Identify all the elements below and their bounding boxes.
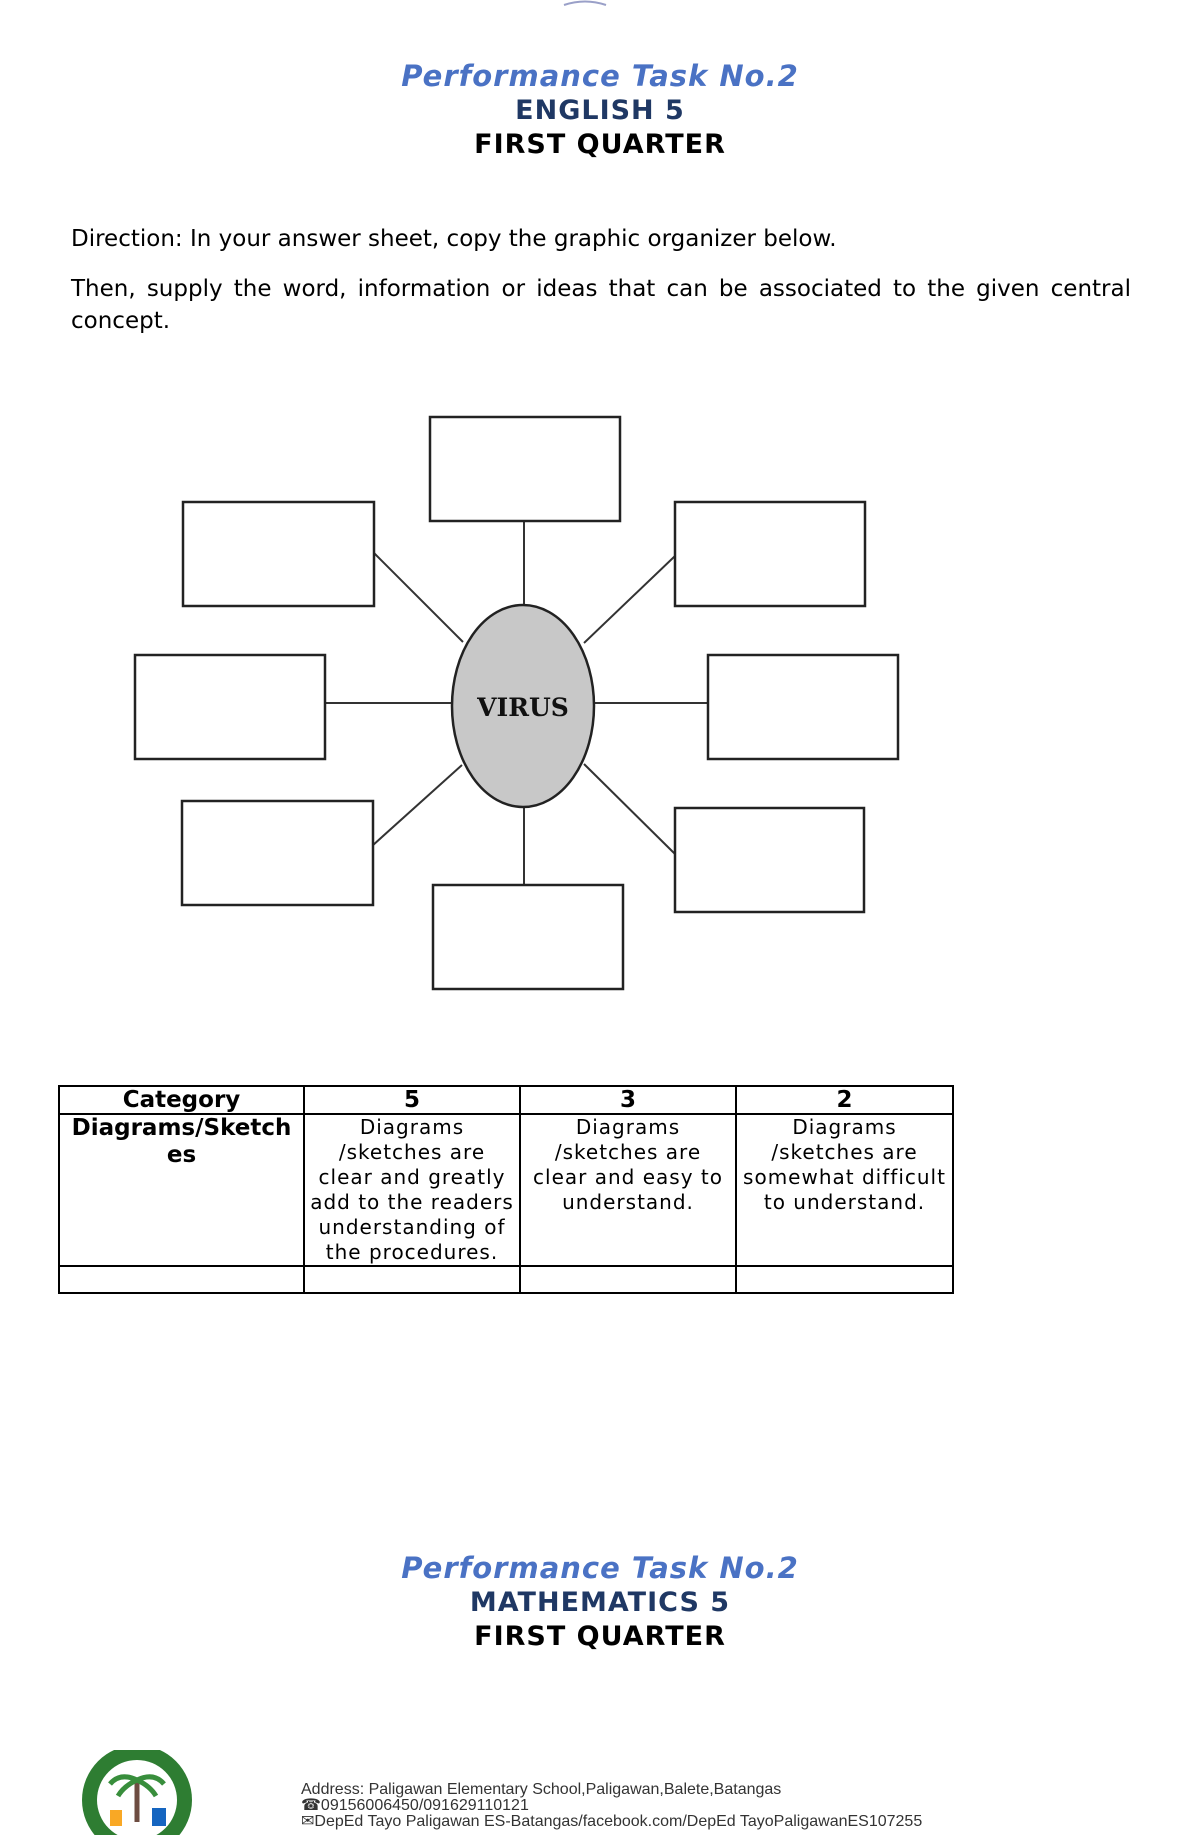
empty-cell — [58, 1265, 305, 1294]
empty-cell — [519, 1265, 737, 1294]
central-concept-oval — [450, 603, 596, 809]
task-title-2: Performance Task No.2 — [401, 1551, 799, 1585]
rubric-empty-row — [58, 1265, 954, 1294]
subject-title-2: MATHEMATICS 5 — [469, 1587, 731, 1618]
answer-box-left — [133, 653, 327, 761]
footer-address: Address: Paligawan Elementary School,Pal… — [301, 1781, 782, 1798]
quarter-title-2: FIRST QUARTER — [474, 1621, 726, 1652]
connector-bottom-right — [583, 763, 676, 855]
answer-box-right — [706, 653, 900, 761]
quarter-title: FIRST QUARTER — [474, 129, 726, 160]
school-logo: 1951 — [82, 1750, 192, 1835]
top-logo-mark — [563, 0, 607, 6]
header-score-3: 3 — [519, 1085, 737, 1115]
answer-box-bottom — [431, 883, 625, 991]
answer-box-top-left — [181, 500, 376, 608]
central-concept-label: VIRUS — [476, 693, 569, 722]
footer-phone: ☎09156006450/091629110121 — [301, 1797, 529, 1814]
footer-social: ✉DepEd Tayo Paligawan ES-Batangas/facebo… — [301, 1813, 923, 1830]
graphic-organizer: VIRUS — [133, 415, 900, 991]
header-score-2: 2 — [735, 1085, 954, 1115]
answer-box-bottom-left — [180, 799, 375, 907]
score-3-cell: Diagrams /sketches are clear and easy to… — [519, 1113, 737, 1267]
header-score-5: 5 — [303, 1085, 521, 1115]
score-5-cell: Diagrams /sketches are clear and greatly… — [303, 1113, 521, 1267]
connector-bottom-left — [371, 764, 463, 847]
rubric-row: Diagrams/Sketches Diagrams /sketches are… — [58, 1113, 954, 1267]
direction-line-2: Then, supply the word, information or id… — [71, 276, 1131, 334]
connector-top-right — [583, 555, 676, 644]
subject-title: ENGLISH 5 — [515, 95, 685, 126]
score-2-cell: Diagrams /sketches are somewhat difficul… — [735, 1113, 954, 1267]
header-category: Category — [58, 1085, 305, 1115]
connector-top-left — [372, 551, 464, 643]
answer-box-top-right — [673, 500, 867, 608]
footer-contact: Address: Paligawan Elementary School,Pal… — [301, 1782, 922, 1830]
section2-heading: Performance Task No.2 MATHEMATICS 5 FIRS… — [0, 1550, 1200, 1654]
rubric-header-row: Category 5 3 2 — [58, 1085, 954, 1115]
direction-line-1: Direction: In your answer sheet, copy th… — [71, 226, 837, 252]
answer-box-bottom-right — [673, 806, 866, 914]
empty-cell — [735, 1265, 954, 1294]
task-title: Performance Task No.2 — [401, 59, 799, 93]
empty-cell — [303, 1265, 521, 1294]
logo-year: 1951 — [124, 1825, 149, 1835]
section1-heading: Performance Task No.2 ENGLISH 5 FIRST QU… — [0, 58, 1200, 162]
category-cell: Diagrams/Sketches — [58, 1113, 305, 1267]
rubric-table: Category 5 3 2 Diagrams/Sketches Diagram… — [58, 1085, 954, 1294]
answer-box-top — [428, 415, 622, 523]
